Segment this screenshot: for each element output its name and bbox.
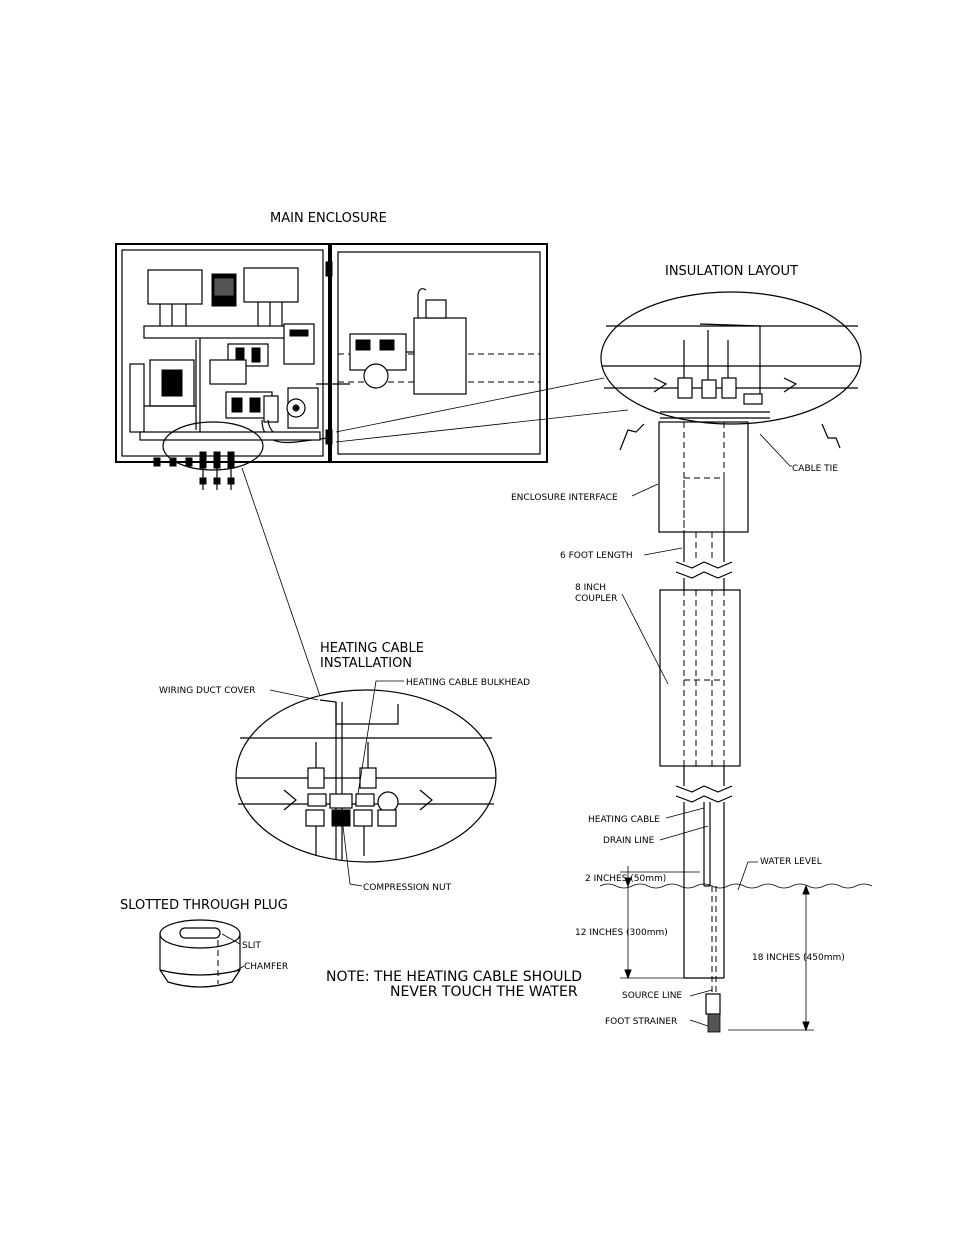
drain-line-label: DRAIN LINE — [603, 836, 655, 846]
slotted-through-plug-drawing — [159, 919, 241, 988]
coupler-leader — [621, 593, 669, 685]
source-line-label: SOURCE LINE — [622, 991, 682, 1001]
heating-cable-ellipse — [235, 689, 497, 863]
wiring-duct-cover-label: WIRING DUCT COVER — [159, 686, 256, 696]
six-foot-leader — [643, 547, 683, 556]
pipe-assembly — [658, 421, 749, 1033]
heating-cable-leader — [665, 807, 705, 819]
twelve-inches-label: 12 INCHES (300mm) — [575, 928, 668, 938]
two-inches-label: 2 INCHES (50mm) — [585, 874, 666, 884]
insulation-layout-title: INSULATION LAYOUT — [665, 264, 798, 279]
wiring-duct-cover-leader — [269, 689, 319, 701]
foot-strainer-leader — [689, 1019, 709, 1027]
main-enclosure-title: MAIN ENCLOSURE — [270, 211, 387, 226]
water-level-line — [599, 883, 873, 889]
slit-leader — [221, 933, 241, 945]
slotted-through-plug-title: SLOTTED THROUGH PLUG — [120, 898, 288, 913]
insulation-callout-line-upper — [335, 377, 605, 433]
enclosure-interface-label: ENCLOSURE INTERFACE — [511, 493, 618, 503]
insulation-callout-line-lower — [335, 409, 629, 443]
heating-cable-installation-title-line2: INSTALLATION — [320, 656, 412, 671]
slit-label: SLIT — [242, 941, 261, 951]
note-line2: NEVER TOUCH THE WATER — [390, 984, 578, 1000]
enclosure-interface-leader — [631, 483, 659, 497]
cable-tie-label: CABLE TIE — [792, 464, 838, 474]
chamfer-leader — [233, 965, 245, 973]
compression-nut-label: COMPRESSION NUT — [363, 883, 452, 893]
eighteen-inches-label: 18 INCHES (450mm) — [752, 953, 845, 963]
six-foot-length-label: 6 FOOT LENGTH — [560, 551, 633, 561]
coupler-label-line1: 8 INCH — [575, 583, 606, 593]
note-line1: NOTE: THE HEATING CABLE SHOULD — [326, 969, 582, 985]
water-level-label: WATER LEVEL — [760, 857, 822, 867]
heating-cable-label: HEATING CABLE — [588, 815, 660, 825]
heating-cable-bulkhead-label: HEATING CABLE BULKHEAD — [406, 678, 530, 688]
compression-nut-leader — [341, 817, 363, 887]
main-enclosure-drawing — [115, 243, 548, 490]
dimension-lines — [620, 866, 814, 1032]
heating-callout-line — [241, 467, 321, 697]
coupler-label-line2: COUPLER — [575, 594, 617, 604]
drain-line-leader — [659, 825, 709, 841]
water-level-leader — [737, 861, 758, 891]
heating-cable-installation-title-line1: HEATING CABLE — [320, 641, 424, 656]
foot-strainer-label: FOOT STRAINER — [605, 1017, 677, 1027]
chamfer-label: CHAMFER — [244, 962, 288, 972]
cable-tie-leader — [759, 433, 792, 467]
source-line-leader — [689, 989, 713, 997]
insulation-layout-ellipse — [600, 291, 862, 451]
heating-cable-bulkhead-leader — [357, 680, 404, 795]
